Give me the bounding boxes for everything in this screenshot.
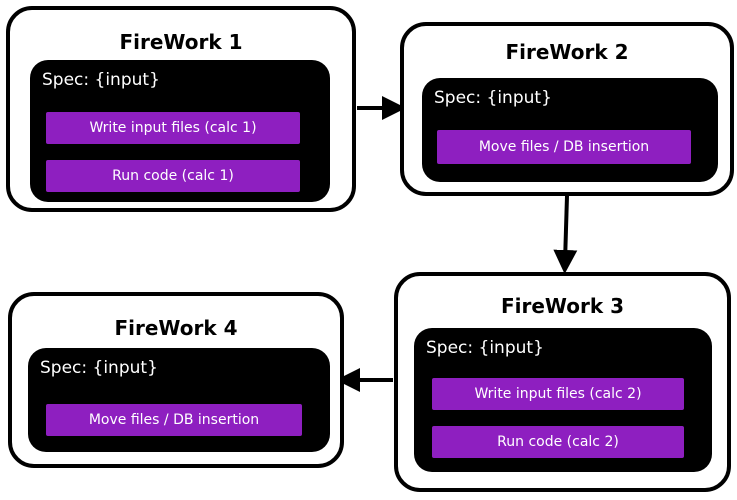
firework-4-task-move-files: Move files / DB insertion bbox=[46, 404, 302, 436]
firework-4-spec-label: Spec: {input} bbox=[40, 358, 158, 378]
firework-4-title: FireWork 4 bbox=[114, 316, 238, 340]
firework-3-spec-panel: Spec: {input} Write input files (calc 2)… bbox=[414, 328, 712, 472]
firework-3-title: FireWork 3 bbox=[500, 294, 625, 318]
firework-2-spec-label: Spec: {input} bbox=[434, 88, 552, 108]
firework-4-spec-panel: Spec: {input} Move files / DB insertion bbox=[28, 348, 330, 452]
firework-3-task-run-code: Run code (calc 2) bbox=[432, 426, 684, 458]
firework-2-task-move-files: Move files / DB insertion bbox=[437, 130, 691, 164]
firework-1-title: FireWork 1 bbox=[119, 30, 243, 54]
firework-2-title: FireWork 2 bbox=[505, 40, 629, 64]
firework-3-task-write-input: Write input files (calc 2) bbox=[432, 378, 684, 410]
firework-3-box: FireWork 3 Spec: {input} Write input fil… bbox=[394, 272, 731, 492]
firework-1-spec-panel: Spec: {input} Write input files (calc 1)… bbox=[30, 60, 330, 202]
firework-2-spec-panel: Spec: {input} Move files / DB insertion bbox=[422, 78, 718, 182]
firework-4-box: FireWork 4 Spec: {input} Move files / DB… bbox=[8, 292, 344, 468]
firework-3-spec-label: Spec: {input} bbox=[426, 338, 544, 358]
firework-1-task-run-code: Run code (calc 1) bbox=[46, 160, 300, 192]
firework-1-spec-label: Spec: {input} bbox=[42, 70, 160, 90]
firework-1-box: FireWork 1 Spec: {input} Write input fil… bbox=[6, 6, 356, 212]
firework-1-task-write-input: Write input files (calc 1) bbox=[46, 112, 300, 144]
firework-2-box: FireWork 2 Spec: {input} Move files / DB… bbox=[400, 22, 734, 196]
arrow-fw2-to-fw3 bbox=[553, 195, 578, 274]
